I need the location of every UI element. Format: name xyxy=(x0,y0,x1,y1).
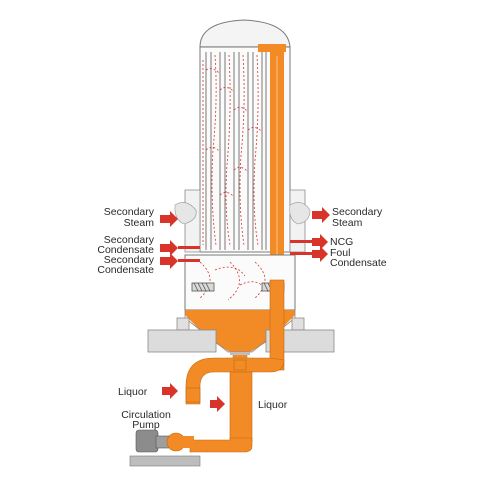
label-secondary-condensate-in-1: Secondary xyxy=(104,234,155,246)
circulation-pump xyxy=(129,429,201,467)
secondary-condensate-in-arrow xyxy=(160,240,178,256)
foul-condensate-arrow xyxy=(312,246,328,262)
label-circulation-pump-2: Pump xyxy=(132,419,160,431)
liquor-in-arrow xyxy=(162,383,178,399)
steam-flow-lines xyxy=(202,54,263,246)
label-foul-condensate-2: Condensate xyxy=(330,257,387,269)
secondary-steam-in-arrow xyxy=(160,211,178,227)
tube-bundle xyxy=(205,52,267,250)
flow-arrows xyxy=(160,207,330,412)
secondary-condensate-in-b-arrow xyxy=(160,253,178,269)
floor-slab-left xyxy=(147,329,217,353)
label-secondary-steam-in-1: Secondary xyxy=(104,206,155,218)
label-secondary-steam-out-2: Steam xyxy=(332,217,363,229)
circulation-piping xyxy=(185,279,285,453)
liquor-out-arrow xyxy=(210,396,225,412)
label-secondary-condensate-in-b-1: Secondary xyxy=(104,254,155,266)
label-secondary-steam-out-1: Secondary xyxy=(332,206,383,218)
evaporator-top-dome xyxy=(199,19,291,48)
label-circulation-pump-1: Circulation xyxy=(121,409,171,421)
label-foul-condensate-1: Foul xyxy=(330,247,350,259)
label-secondary-steam-in-2: Steam xyxy=(124,217,155,229)
ncg-arrow xyxy=(312,234,328,250)
label-liquor-out: Liquor xyxy=(258,399,288,411)
secondary-steam-out-arrow xyxy=(312,207,330,223)
label-secondary-condensate-in-b-2: Condensate xyxy=(97,264,154,276)
label-ncg: NCG xyxy=(330,236,353,248)
label-liquor-in: Liquor xyxy=(118,386,148,398)
label-secondary-condensate-in-2: Condensate xyxy=(97,244,154,256)
